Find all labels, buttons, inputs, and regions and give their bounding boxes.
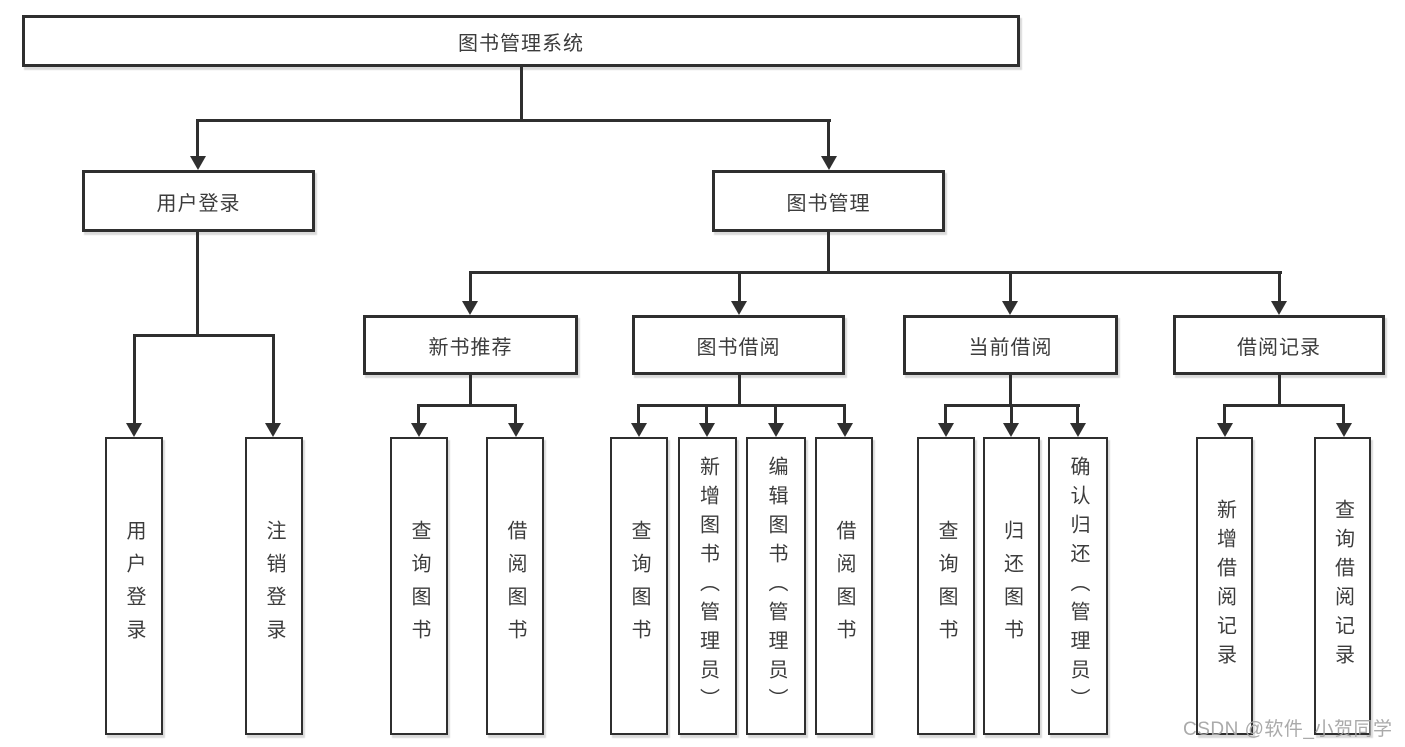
- node-book-borrowing: 图书借阅: [632, 315, 845, 375]
- connector-drop: [1076, 406, 1079, 424]
- node-label: 图书借阅: [696, 336, 781, 359]
- connector-level2-rail: [469, 271, 1282, 274]
- leaf-add-borrow-record: 新增借阅记录: [1196, 437, 1253, 735]
- connector-drop-user-login: [196, 121, 199, 157]
- leaf-logout: 注销登录: [245, 437, 303, 735]
- connector-drop-borrowing-records: [1278, 273, 1281, 302]
- leaf-label: 查询借阅记录: [1331, 499, 1354, 673]
- node-current-borrowing: 当前借阅: [903, 315, 1118, 375]
- connector-drop-current-borrowing: [1009, 273, 1012, 302]
- node-borrowing-records: 借阅记录: [1173, 315, 1385, 375]
- leaf-confirm-return-admin: 确认归还（管理员）: [1048, 437, 1108, 735]
- connector-book-borrowing-stem: [738, 375, 741, 406]
- leaf-label: 查询图书: [628, 520, 650, 652]
- connector-user-login-rail: [133, 334, 275, 337]
- arrowhead-current-borrowing: [1002, 301, 1018, 315]
- connector-borrowing-records-stem: [1278, 375, 1281, 406]
- connector-current-borrowing-stem: [1009, 375, 1012, 406]
- node-library-management-system: 图书管理系统: [22, 15, 1020, 67]
- node-label: 当前借阅: [968, 336, 1053, 359]
- arrowhead: [631, 423, 647, 437]
- leaf-label: 用户登录: [123, 520, 145, 652]
- connector-drop: [514, 406, 517, 424]
- connector-drop: [1223, 406, 1226, 424]
- leaf-label: 确认归还（管理员）: [1067, 455, 1089, 717]
- connector-drop: [774, 406, 777, 424]
- node-label: 借阅记录: [1237, 336, 1321, 359]
- leaf-label: 借阅图书: [504, 520, 526, 652]
- node-label: 图书管理: [786, 192, 871, 215]
- connector-drop: [944, 406, 947, 424]
- connector-new-books-rail: [417, 404, 517, 407]
- csdn-watermark: CSDN @软件_小贺同学: [1183, 719, 1393, 740]
- connector-drop-login-leaf: [133, 336, 136, 423]
- leaf-label: 归还图书: [1000, 520, 1023, 652]
- node-label: 图书管理系统: [458, 32, 584, 55]
- arrowhead-borrowing-records: [1271, 301, 1287, 315]
- leaf-query-borrow-record: 查询借阅记录: [1314, 437, 1371, 735]
- connector-drop-new-books: [469, 273, 472, 302]
- arrowhead: [1217, 423, 1233, 437]
- arrowhead: [837, 423, 853, 437]
- arrowhead: [411, 423, 427, 437]
- arrowhead-new-books: [462, 301, 478, 315]
- connector-drop: [637, 406, 640, 424]
- leaf-edit-books-admin: 编辑图书（管理员）: [746, 437, 806, 735]
- arrowhead: [938, 423, 954, 437]
- arrowhead-book-management: [821, 156, 837, 170]
- arrowhead: [1003, 423, 1019, 437]
- leaf-query-books-recommend: 查询图书: [390, 437, 448, 735]
- connector-drop-logout-leaf: [272, 336, 275, 423]
- connector-drop: [843, 406, 846, 424]
- leaf-label: 新增借阅记录: [1213, 499, 1236, 673]
- connector-drop: [1010, 406, 1013, 424]
- leaf-add-books-admin: 新增图书（管理员）: [678, 437, 737, 735]
- leaf-query-books-borrowing: 查询图书: [610, 437, 668, 735]
- leaf-label: 查询图书: [408, 520, 430, 652]
- arrowhead: [768, 423, 784, 437]
- connector-drop-book-borrowing: [738, 273, 741, 302]
- leaf-label: 注销登录: [263, 520, 285, 652]
- connector-user-login-stem: [196, 231, 199, 335]
- leaf-label: 新增图书（管理员）: [696, 455, 719, 717]
- node-label: 新书推荐: [428, 336, 513, 359]
- connector-borrowing-records-rail: [1223, 404, 1345, 407]
- connector-level1-rail: [196, 119, 831, 122]
- connector-drop: [705, 406, 708, 424]
- leaf-borrow-books: 借阅图书: [815, 437, 873, 735]
- leaf-query-books-current: 查询图书: [917, 437, 975, 735]
- leaf-label: 编辑图书（管理员）: [765, 455, 787, 717]
- leaf-borrow-books-recommend: 借阅图书: [486, 437, 544, 735]
- leaf-return-books: 归还图书: [983, 437, 1040, 735]
- connector-drop-book-management: [827, 121, 830, 157]
- node-user-login: 用户登录: [82, 170, 315, 232]
- arrowhead-login-leaf: [126, 423, 142, 437]
- node-new-book-recommendation: 新书推荐: [363, 315, 578, 375]
- node-book-management: 图书管理: [712, 170, 945, 232]
- connector-book-management-stem: [827, 231, 830, 273]
- node-label: 用户登录: [156, 192, 241, 215]
- connector-current-borrowing-rail: [944, 404, 1080, 407]
- arrowhead: [1070, 423, 1086, 437]
- arrowhead: [699, 423, 715, 437]
- connector-root-stem: [520, 66, 523, 120]
- arrowhead-user-login: [190, 156, 206, 170]
- connector-drop: [1342, 406, 1345, 424]
- arrowhead: [508, 423, 524, 437]
- leaf-label: 查询图书: [935, 520, 957, 652]
- connector-drop: [417, 406, 420, 424]
- arrowhead: [1336, 423, 1352, 437]
- leaf-label: 借阅图书: [833, 520, 855, 652]
- arrowhead-book-borrowing: [731, 301, 747, 315]
- arrowhead-logout-leaf: [265, 423, 281, 437]
- connector-book-borrowing-rail: [637, 404, 846, 407]
- connector-new-books-stem: [469, 375, 472, 406]
- leaf-user-login: 用户登录: [105, 437, 163, 735]
